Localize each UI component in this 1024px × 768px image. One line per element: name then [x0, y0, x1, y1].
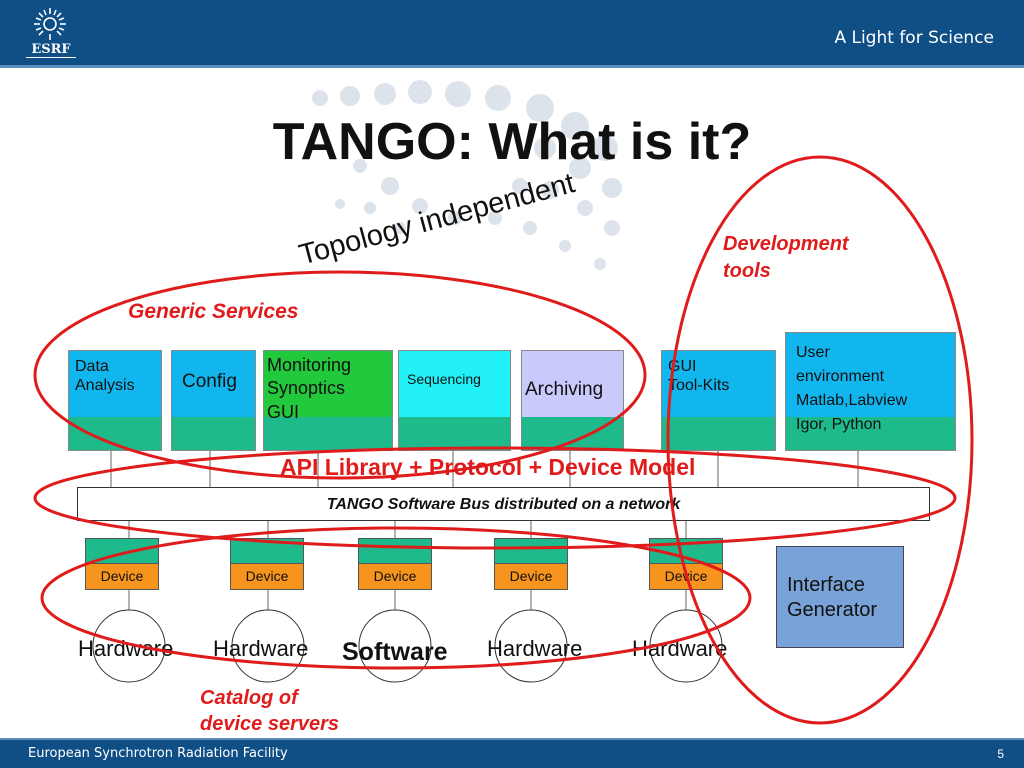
- service-label-line: environment: [796, 368, 885, 385]
- device-label: Device: [650, 563, 722, 589]
- service-box-config: Config: [171, 350, 256, 451]
- device-box: Device: [230, 538, 304, 590]
- background-dots-decoration: [312, 80, 622, 270]
- endpoint-label: Hardware: [213, 636, 309, 661]
- service-label-line: Tool-Kits: [668, 377, 730, 395]
- service-box-gui-toolkits: GUI Tool-Kits: [661, 350, 776, 451]
- service-label-line: Igor, Python: [796, 416, 882, 433]
- service-box-monitoring: Monitoring Synoptics GUI: [263, 350, 393, 451]
- endpoint-label-software: Software: [342, 638, 448, 666]
- service-label-line: Data: [75, 358, 109, 375]
- service-label-line: GUI: [668, 358, 697, 375]
- interface-generator-line: Interface: [787, 574, 865, 596]
- service-box-data-analysis: Data Analysis: [68, 350, 162, 451]
- device-box: Device: [358, 538, 432, 590]
- development-tools-label: Development tools: [723, 231, 849, 285]
- endpoint-label: Hardware: [78, 636, 174, 661]
- interface-generator-line: Generator: [787, 599, 878, 621]
- device-label: Device: [231, 563, 303, 589]
- service-label-line: GUI: [267, 401, 300, 422]
- device-box: Device: [649, 538, 723, 590]
- logo-text: ESRF: [26, 42, 76, 58]
- catalog-line: device servers: [200, 713, 340, 735]
- service-label-line: Analysis: [75, 377, 135, 395]
- service-label-line: Synoptics: [267, 378, 346, 399]
- device-box: Device: [494, 538, 568, 590]
- endpoint-label: Hardware: [632, 636, 728, 661]
- endpoint-label: Hardware: [487, 636, 583, 661]
- header-bar: ESRF A Light for Science: [0, 0, 1024, 68]
- service-label-line: Sequencing: [407, 371, 481, 387]
- development-tools-line: tools: [723, 260, 771, 282]
- interface-generator-box: Interface Generator: [776, 546, 904, 648]
- service-label-line: Config: [182, 371, 237, 392]
- service-box-sequencing: Sequencing: [398, 350, 511, 451]
- tagline: A Light for Science: [834, 28, 994, 48]
- api-label: API Library + Protocol + Device Model: [280, 454, 696, 480]
- page-number: 5: [997, 747, 1004, 761]
- footer-bar: European Synchrotron Radiation Facility …: [0, 738, 1024, 768]
- device-label: Device: [86, 563, 158, 589]
- footer-organization: European Synchrotron Radiation Facility: [28, 746, 288, 761]
- service-box-user-environment: User environment Matlab,Labview Igor, Py…: [785, 332, 956, 451]
- device-box: Device: [85, 538, 159, 590]
- service-label-line: Matlab,Labview: [796, 392, 908, 409]
- device-label: Device: [495, 563, 567, 589]
- page-title: TANGO: What is it?: [272, 113, 752, 171]
- service-box-archiving: Archiving: [521, 350, 624, 451]
- esrf-logo-icon: [34, 8, 66, 40]
- service-label-line: Monitoring: [267, 355, 352, 375]
- catalog-line: Catalog of: [200, 687, 298, 709]
- service-label-line: User: [796, 344, 830, 361]
- software-bus: TANGO Software Bus distributed on a netw…: [77, 487, 930, 521]
- catalog-label: Catalog of device servers: [200, 685, 339, 737]
- device-label: Device: [359, 563, 431, 589]
- service-label-line: Archiving: [525, 379, 604, 400]
- development-tools-line: Development: [723, 233, 849, 255]
- generic-services-label: Generic Services: [128, 300, 299, 323]
